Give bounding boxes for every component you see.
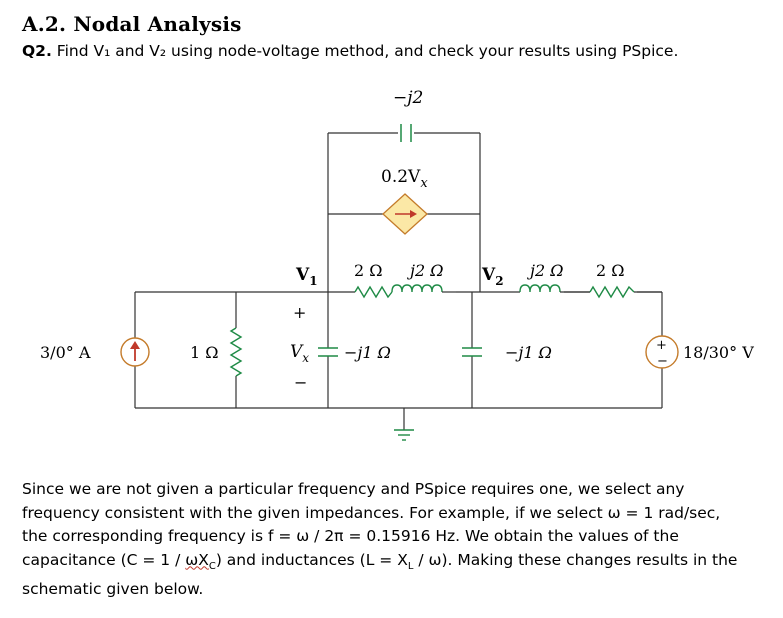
inductor-j2-left <box>391 284 443 293</box>
paragraph-line-5: schematic given below. <box>22 580 204 599</box>
capacitor-left-label: −j1 Ω <box>344 343 391 362</box>
resistor-2ohm-right-label: 2 Ω <box>596 261 625 280</box>
dependent-source-label: 0.2Vx <box>381 167 428 191</box>
inductor-j2-left-label: j2 Ω <box>407 261 444 280</box>
capacitor-right-label: −j1 Ω <box>505 343 552 362</box>
vx-plus-sign: + <box>293 303 306 322</box>
voltage-source-plus: + <box>656 338 667 353</box>
node-v1-label: V1 <box>295 265 318 288</box>
dep-source-arrow-icon <box>410 210 417 218</box>
question-body: Find V₁ and V₂ using node-voltage method… <box>51 42 679 60</box>
paragraph-line-4: capacitance (C = 1 / ωXC) and inductance… <box>22 550 738 572</box>
capacitor-left-symbol <box>318 347 338 357</box>
circuit-diagram: −j2 0.2Vx 2 Ω j2 Ω j2 Ω 2 Ω V1 V2 3/0° A… <box>40 88 754 441</box>
resistor-2ohm-left <box>354 285 393 299</box>
question-number: Q2. <box>22 42 52 60</box>
resistor-2ohm-left-label: 2 Ω <box>354 261 383 280</box>
top-capacitor-symbol <box>400 124 412 142</box>
node-v2-label: V2 <box>481 265 504 288</box>
section-heading: A.2. Nodal Analysis <box>22 12 242 36</box>
voltage-source <box>645 335 679 369</box>
voltage-source-label: 18/30° V <box>683 343 754 362</box>
resistor-2ohm-right <box>589 285 635 299</box>
inductor-j2-right-label: j2 Ω <box>527 261 564 280</box>
current-source-label: 3/0° A <box>40 343 91 362</box>
paragraph-line-3: the corresponding frequency is f = ω / 2… <box>22 527 679 545</box>
omega-xc-term: ωXC <box>185 550 216 572</box>
explanation-paragraph: Since we are not given a particular freq… <box>22 478 762 602</box>
question-text: Q2. Find V₁ and V₂ using node-voltage me… <box>22 42 678 60</box>
paragraph-line-1: Since we are not given a particular freq… <box>22 480 685 498</box>
vx-minus-sign: − <box>294 373 307 392</box>
current-source-arrow-icon <box>130 341 140 349</box>
resistor-1ohm <box>229 327 243 377</box>
paragraph-line-2: frequency consistent with the given impe… <box>22 503 721 522</box>
capacitor-right-symbol <box>462 347 482 357</box>
top-capacitor-label: −j2 <box>393 88 423 108</box>
resistor-1ohm-label: 1 Ω <box>190 343 219 362</box>
voltage-source-minus: − <box>657 354 668 369</box>
vx-label: Vx <box>290 342 309 365</box>
ground-icon <box>394 429 414 441</box>
inductor-j2-right <box>519 284 561 293</box>
